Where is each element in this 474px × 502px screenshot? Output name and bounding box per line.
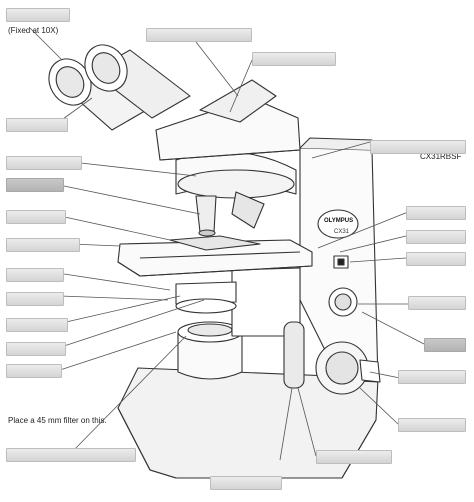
- series-text: CX31: [334, 229, 350, 235]
- label-box-15[interactable]: [406, 206, 466, 220]
- label-box-6[interactable]: [6, 156, 82, 170]
- objective-right: [231, 191, 265, 229]
- label-box-1[interactable]: [6, 8, 70, 22]
- filter-note: Place a 45 mm filter on this.: [8, 416, 107, 425]
- label-box-18[interactable]: [408, 296, 466, 310]
- model-note: CX31RBSF: [420, 152, 462, 161]
- label-box-23[interactable]: [210, 476, 282, 490]
- label-box-24[interactable]: [316, 450, 392, 464]
- label-box-22[interactable]: [6, 448, 136, 462]
- label-box-19[interactable]: [424, 338, 466, 352]
- label-box-4[interactable]: [6, 118, 68, 132]
- label-box-9[interactable]: [6, 238, 80, 252]
- label-box-11[interactable]: [6, 292, 64, 306]
- condenser: [175, 281, 237, 305]
- label-box-14[interactable]: [6, 364, 62, 378]
- label-box-17[interactable]: [406, 252, 466, 266]
- stage-control: [283, 321, 305, 389]
- label-box-2[interactable]: [146, 28, 252, 42]
- label-box-7[interactable]: [6, 178, 64, 192]
- label-box-13[interactable]: [6, 342, 66, 356]
- label-box-12[interactable]: [6, 318, 68, 332]
- label-box-5[interactable]: [370, 140, 466, 154]
- label-box-20[interactable]: [398, 370, 466, 384]
- label-box-21[interactable]: [398, 418, 466, 432]
- label-box-3[interactable]: [252, 52, 336, 66]
- label-box-10[interactable]: [6, 268, 64, 282]
- label-box-16[interactable]: [406, 230, 466, 244]
- brand-text: OLYMPUS: [324, 218, 353, 224]
- fixed-at-note: (Fixed at 10X): [8, 26, 59, 35]
- label-box-8[interactable]: [6, 210, 66, 224]
- brand-badge: [317, 209, 359, 239]
